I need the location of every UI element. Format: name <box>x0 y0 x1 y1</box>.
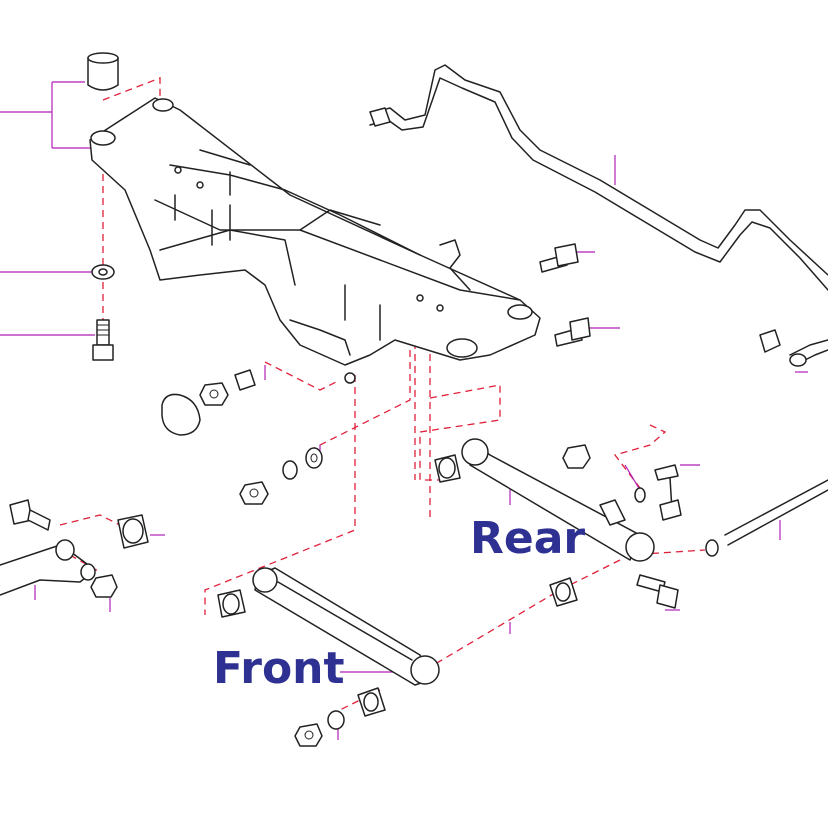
trailing-arm-nut <box>90 574 118 598</box>
stabilizer-bar <box>369 64 828 291</box>
bolt-lower-right <box>554 317 591 347</box>
washer-left <box>91 264 115 280</box>
trailing-arm-bolt <box>9 499 51 531</box>
toe-rod <box>705 479 828 557</box>
stabilizer-link-right <box>759 329 828 367</box>
front-link-bushing-lower <box>357 687 386 717</box>
subframe-bushing <box>87 52 119 91</box>
trailing-arm-bushing <box>117 514 149 549</box>
stabilizer-link <box>634 464 682 521</box>
nut-middle <box>239 481 269 505</box>
rear-lateral-link <box>461 438 655 562</box>
front-link-bushing-left <box>217 589 246 618</box>
front-label: Front <box>213 643 345 694</box>
rear-subframe <box>89 97 541 384</box>
front-link-bushing-right <box>549 577 578 607</box>
rear-label: Rear <box>470 513 585 564</box>
rear-link-bushing <box>434 454 461 483</box>
nut-lower <box>294 723 323 747</box>
lock-washer-upper <box>234 369 256 391</box>
nut-upper <box>199 382 229 406</box>
washer-middle-a <box>282 460 298 480</box>
bolt-upper-right <box>539 243 579 273</box>
rod-bolt <box>636 574 679 609</box>
subframe-bolt <box>92 319 114 361</box>
front-lateral-link <box>252 567 440 686</box>
assembly-guide-lines <box>59 77 706 716</box>
callout-lines <box>0 81 808 740</box>
washer-lower <box>327 710 345 730</box>
rear-bolt-nut <box>562 444 591 469</box>
washer-middle-b <box>305 447 323 469</box>
trailing-arm <box>0 539 96 596</box>
dust-cap <box>161 393 201 436</box>
